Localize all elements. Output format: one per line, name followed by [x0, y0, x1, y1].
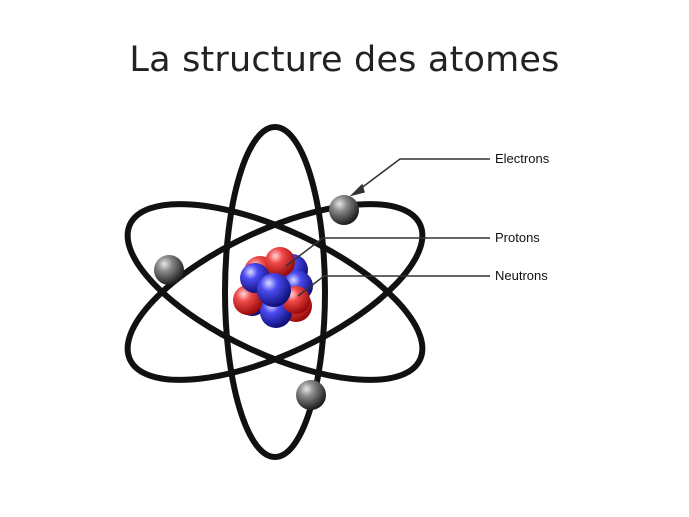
leader-lines	[286, 159, 490, 296]
label-neutrons: Neutrons	[495, 268, 548, 283]
electron	[154, 255, 184, 285]
neutron	[257, 273, 291, 307]
electron	[329, 195, 359, 225]
electron	[296, 380, 326, 410]
nucleus	[233, 247, 313, 328]
leader-electrons-arrowhead	[352, 185, 364, 195]
label-protons: Protons	[495, 230, 540, 245]
label-electrons: Electrons	[495, 151, 550, 166]
leader-electrons	[356, 159, 490, 192]
leader-protons	[286, 238, 490, 266]
